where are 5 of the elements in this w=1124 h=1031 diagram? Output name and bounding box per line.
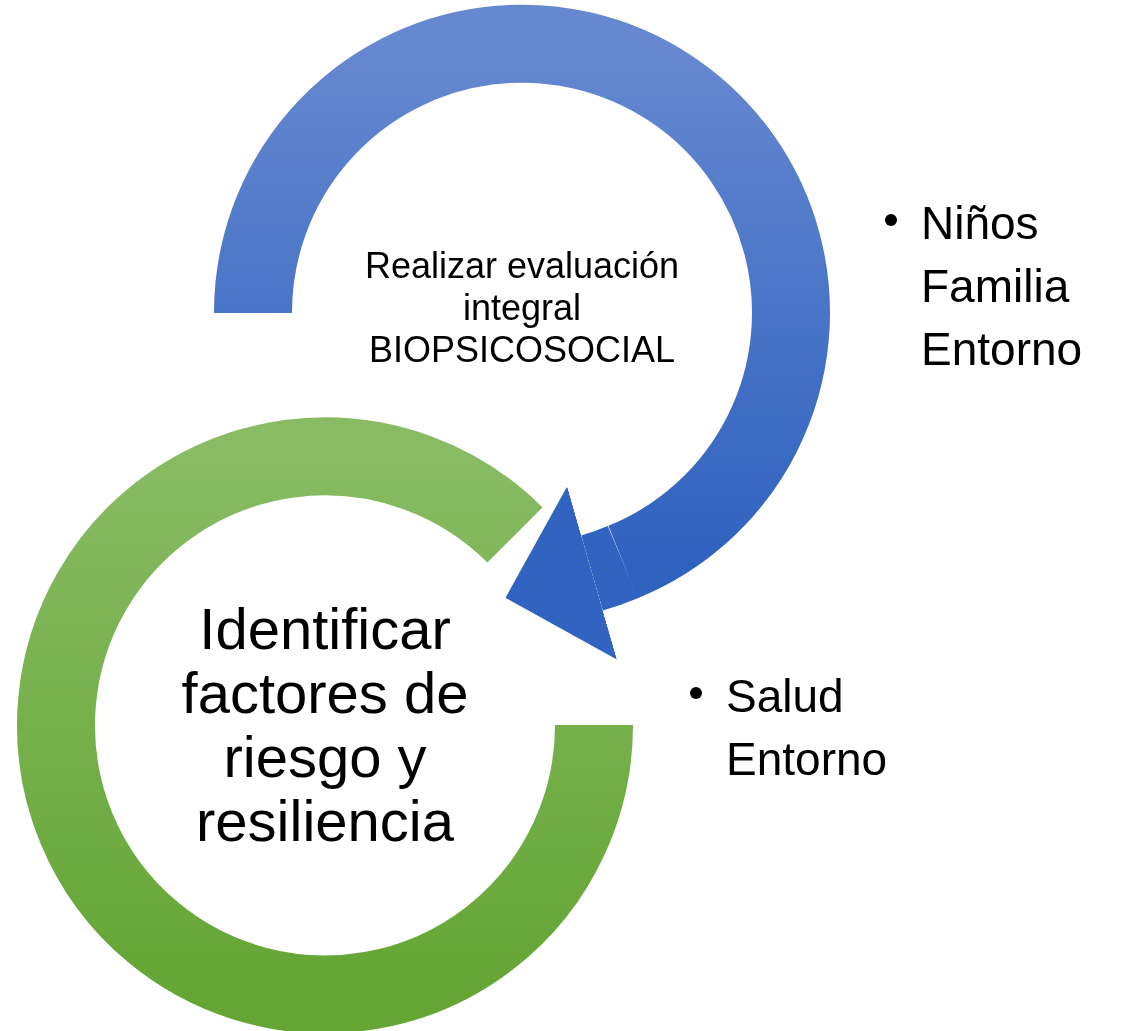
bullet-text: Niños Familia Entorno [921, 196, 1084, 377]
node-text: Identificar factores de riesgo y resiliencia [180, 597, 470, 853]
bullet-text: Salud Entorno [726, 669, 889, 787]
node-text: Realizar evaluación integral BIOPSICOSOCIAL [363, 245, 681, 371]
arrow [505, 486, 638, 660]
